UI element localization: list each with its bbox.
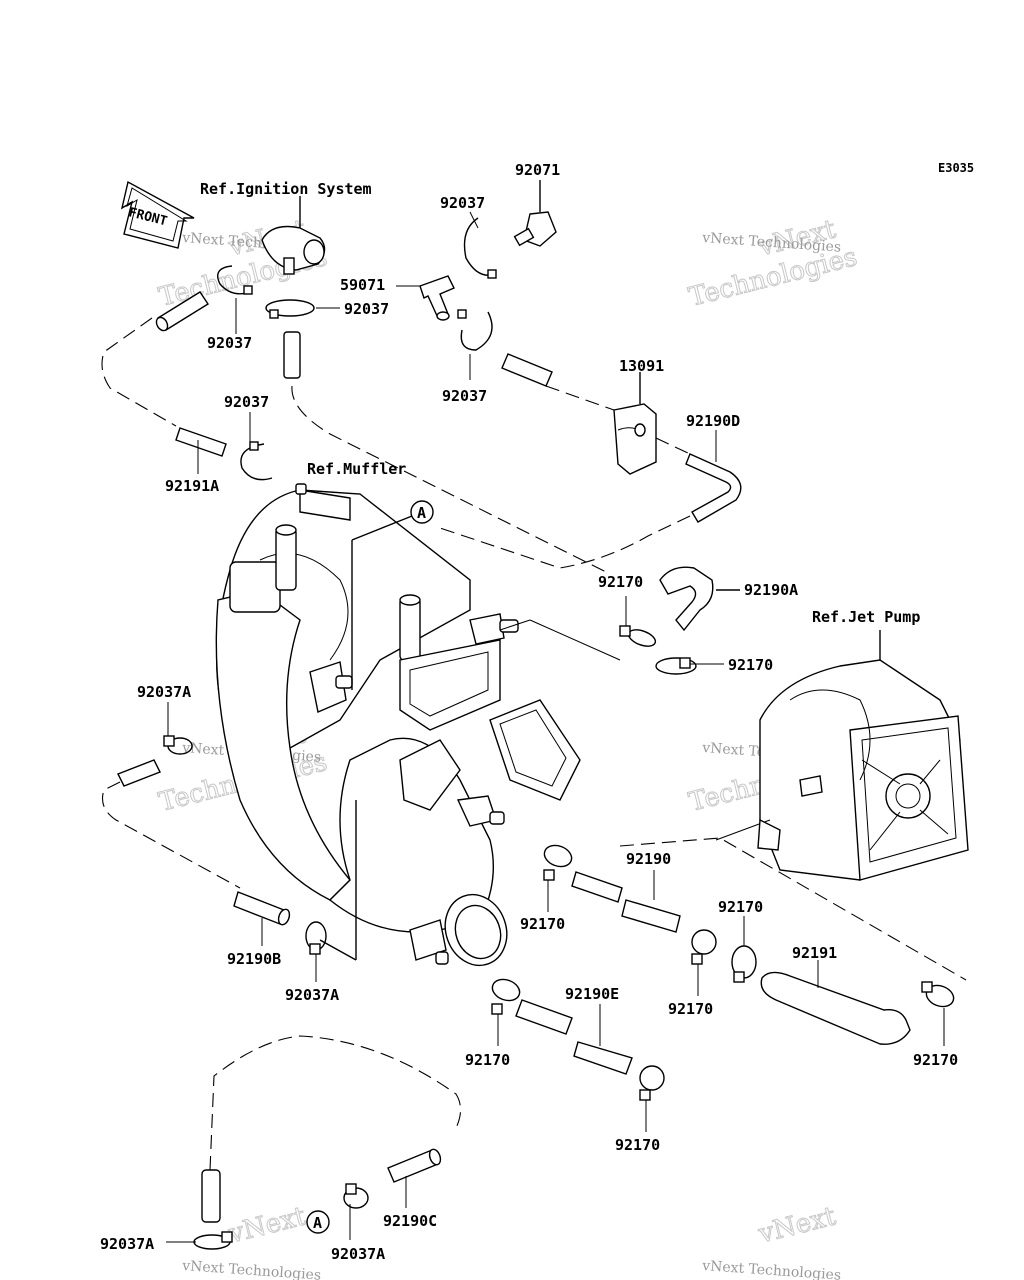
part-label-92037A: 92037A [137,683,191,701]
part-label-92037: 92037 [442,387,487,405]
callout-a-text: A [313,1214,322,1232]
ref-jet-pump-label: Ref.Jet Pump [812,608,920,626]
clamp-92170-e [731,945,757,983]
leader-lines [166,211,945,1243]
part-label-13091: 13091 [619,357,664,375]
part-label-92170: 92170 [520,915,565,933]
hose-92190 [571,871,681,933]
part-label-92170: 92170 [728,656,773,674]
clamp-92037A-bottom-mid [343,1183,369,1209]
clamp-92170-g [639,1065,665,1101]
part-label-92037: 92037 [207,334,252,352]
part-label-92071: 92071 [515,161,560,179]
hose-92190E [515,999,633,1075]
part-label-92190: 92190 [626,850,671,868]
ignition-fitting [261,196,326,275]
muffler-assembly [215,483,621,967]
clamp-92037-mid [265,299,315,319]
part-label-92190E: 92190E [565,985,619,1003]
part-label-92170: 92170 [913,1051,958,1069]
watermark-text: vNext [225,1201,309,1249]
hose-92190B [233,891,291,926]
part-labels: 92071 92037 59071 92037 92037 92037 9203… [100,161,958,1263]
ref-ignition-label: Ref.Ignition System [200,180,372,198]
part-label-92037A: 92037A [285,986,339,1004]
part-label-92170: 92170 [465,1051,510,1069]
clamp-92037A-left [163,735,193,755]
part-label-92190B: 92190B [227,950,281,968]
clamp-92170-c [543,844,573,881]
clamp-92037-top [463,217,497,279]
hose-92190D [685,453,742,523]
part-label-92190C: 92190C [383,1212,437,1230]
watermark-small-text: vNext Technologies [181,1258,322,1280]
hose-92190C [387,1148,442,1183]
clamp-92037-92191A [240,441,273,481]
callout-a-text: A [417,504,426,522]
hose-vertical-short [283,331,301,379]
hose-vertical-bottom [201,1169,221,1223]
part-label-59071: 59071 [340,276,385,294]
clamp-92037-left [217,265,253,295]
part-label-92037: 92037 [344,300,389,318]
clamp-92170-right [921,981,955,1008]
clamp-92170-a [619,625,657,647]
watermark-text: vNext [755,1201,839,1249]
hose-top-left [155,291,209,332]
part-label-92170: 92170 [668,1000,713,1018]
hose-slanted-mid [501,353,553,387]
part-label-92190D: 92190D [686,412,740,430]
hose-92191 [760,971,911,1045]
elbow-59071 [419,275,455,321]
part-label-92037: 92037 [440,194,485,212]
hose-left-short [117,759,161,787]
clamp-92037A-bottom-left [193,1231,233,1250]
part-label-92037: 92037 [224,393,269,411]
callout-a-top: A [410,500,434,524]
hose-92190A [659,566,740,632]
part-label-92037A: 92037A [331,1245,385,1263]
filter-13091 [613,372,657,475]
part-label-92170: 92170 [718,898,763,916]
hose-92191A [175,427,227,457]
part-label-92037A: 92037A [100,1235,154,1253]
dashed-routing-lines [101,317,967,1171]
clamp-92170-b [655,657,697,675]
ref-muffler-label: Ref.Muffler [307,460,406,478]
clamp-92170-f [491,978,521,1015]
diagram-code: E3035 [938,161,974,175]
part-label-92191: 92191 [792,944,837,962]
jet-pump [715,630,969,881]
watermark-small-text: vNext Technologies [701,1258,842,1280]
part-label-92190A: 92190A [744,581,798,599]
part-label-92170: 92170 [598,573,643,591]
part-label-92191A: 92191A [165,477,219,495]
clamp-92170-d [691,929,717,965]
front-label: FRONT [127,205,169,229]
fitting-92071 [513,180,557,247]
clamp-92037-lower [457,309,493,351]
callout-a-bottom: A [306,1210,330,1234]
clamp-92037A-mid [305,921,327,955]
part-label-92170: 92170 [615,1136,660,1154]
